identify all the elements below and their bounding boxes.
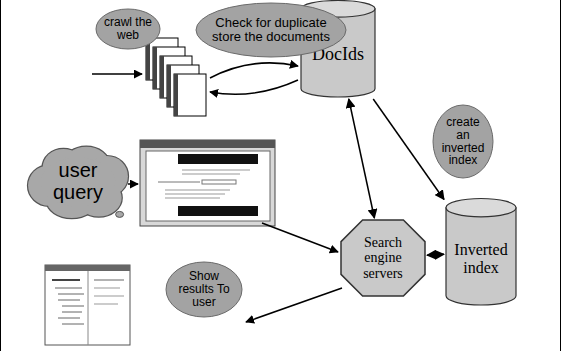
server-octagon: Search engine servers: [340, 219, 426, 297]
crawl-arrow: [92, 73, 142, 75]
frame-line: [0, 0, 1, 351]
document-stack: [146, 38, 206, 116]
step-ellipse: Check for duplicate store the documents: [195, 2, 347, 58]
text-block: Inverted index: [449, 241, 514, 276]
text-line: [55, 288, 82, 289]
text-line: [58, 294, 84, 295]
node-content: user query: [26, 146, 130, 218]
frame-line: [560, 0, 561, 351]
ellipse-shape: [196, 3, 346, 57]
step-ellipse: Show results To user: [165, 261, 243, 318]
node-label: Show results To user: [174, 270, 235, 309]
search-field: [202, 180, 236, 184]
page-banner: [178, 154, 258, 164]
cloud-shape: [28, 147, 128, 218]
text-block: crawl the web: [104, 16, 153, 42]
text-line: [52, 279, 80, 281]
submit-arrow: [262, 223, 338, 252]
text-block: Check for duplicate store the documents: [210, 16, 332, 44]
text-line: [165, 198, 220, 199]
node-content: Check for duplicate store the documents: [195, 2, 347, 58]
node-content: create an inverted index: [432, 104, 494, 179]
cloud-puff: [41, 158, 116, 207]
window-content: [146, 151, 270, 221]
store-arrow: [210, 63, 298, 78]
text-line: [165, 190, 230, 191]
text-block: Search engine servers: [349, 235, 418, 280]
results-arrow: [246, 288, 342, 322]
node-content: Show results To user: [165, 261, 243, 318]
results-screenshot: [45, 265, 130, 345]
text-line: [94, 280, 124, 281]
cylinder-top: [446, 199, 516, 217]
text-line: [182, 174, 240, 175]
text-line: [165, 194, 225, 195]
node-content: Inverted index: [445, 198, 517, 306]
ellipse-shape: [166, 262, 242, 317]
node-label: crawl the web: [104, 16, 153, 42]
database-cylinder: Inverted index: [445, 198, 517, 306]
node-label: user query: [41, 160, 116, 203]
window-titlebar: [45, 265, 130, 271]
text-line: [94, 288, 120, 289]
node-content: Search engine servers: [340, 219, 426, 297]
cloud-bubble: [116, 211, 124, 217]
connector-arrow: [349, 99, 375, 218]
node-label: Search engine servers: [349, 235, 418, 280]
text-line: [62, 306, 84, 307]
document-page: [174, 74, 206, 116]
text-line: [94, 304, 118, 305]
page-shadow: [160, 56, 164, 98]
octagon-shape: [341, 220, 425, 296]
cylinder-top: [301, 1, 375, 18]
return-arrow: [210, 80, 298, 94]
page-shadow: [174, 74, 178, 116]
ellipse-shape: [96, 9, 160, 49]
text-block: create an inverted index: [439, 116, 487, 168]
text-line: [62, 324, 84, 325]
page-shadow: [153, 47, 157, 89]
text-line: [182, 170, 250, 171]
query-arrow: [128, 183, 138, 185]
page-shadow: [167, 65, 171, 107]
cylinder-body: [446, 207, 516, 305]
text-line: [58, 300, 80, 301]
text-block: user query: [41, 160, 116, 203]
step-ellipse: create an inverted index: [432, 104, 494, 179]
text-line: [94, 296, 124, 297]
page-banner: [178, 206, 258, 216]
ellipse-shape: [433, 105, 493, 178]
window-titlebar: [140, 140, 275, 148]
window-frame: [45, 265, 130, 345]
connector-arrow: [427, 254, 444, 255]
text-line: [158, 182, 200, 183]
cylinder-body: [301, 8, 375, 97]
cloud-puff: [41, 158, 116, 207]
node-label: Inverted index: [449, 241, 514, 276]
text-block: Show results To user: [174, 270, 235, 309]
search-page-screenshot: [140, 140, 275, 226]
column-divider: [88, 271, 89, 345]
text-line: [62, 312, 82, 313]
query-cloud: user query: [26, 146, 130, 218]
node-label: create an inverted index: [439, 116, 487, 168]
window-frame: [140, 140, 275, 226]
step-ellipse: crawl the web: [95, 8, 161, 50]
node-content: crawl the web: [95, 8, 161, 50]
node-label: Check for duplicate store the documents: [210, 16, 332, 44]
text-line: [58, 318, 80, 319]
